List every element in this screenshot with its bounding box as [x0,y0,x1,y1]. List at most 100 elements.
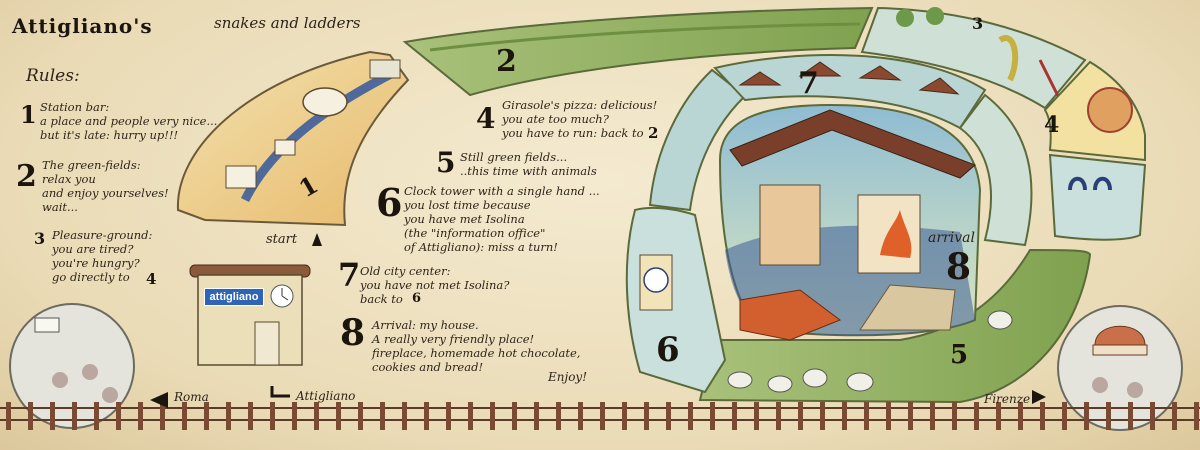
square-5-sheep-fields [698,248,1092,404]
railway-tie [864,402,869,430]
railway-tie [248,402,253,430]
railway-tie [666,402,671,430]
railway-tie [116,402,121,430]
rule-7-number: 7 [338,256,361,294]
square-7-number: 7 [798,66,819,101]
rule-2-text: The green-fields: relax you and enjoy yo… [42,158,169,214]
rule-3-number: 3 [34,229,46,248]
railway-tie [226,402,231,430]
railway-tie [710,402,715,430]
square-4-number: 4 [1044,112,1060,138]
railway-tie [622,402,627,430]
rule-7-text: Old city center: you have not met Isolin… [360,264,510,306]
rule-8-number: 8 [340,312,366,354]
rule-5-text: Still green fields... ..this time with a… [460,150,597,178]
rule-2-number: 2 [16,159,37,194]
rule-1-text: Station bar: a place and people very nic… [40,100,218,142]
railway-tie [446,402,451,430]
railway [0,402,1200,430]
railway-tie [1062,402,1067,430]
rule-8-text: Arrival: my house. A really very friendl… [372,318,581,374]
rule-6-number: 6 [376,180,403,225]
square-6-number: 6 [656,330,680,370]
railway-tie [886,402,891,430]
rule-4-number: 4 [476,102,496,135]
railway-tie [776,402,781,430]
railway-tie [72,402,77,430]
rule-6-text: Clock tower with a single hand ... you l… [404,184,600,254]
railway-tie [842,402,847,430]
railway-tie [182,402,187,430]
rule-4-goto: 2 [648,124,659,142]
railway-tie [534,402,539,430]
railway-tie [314,402,319,430]
railway-tie [490,402,495,430]
railway-tie [270,402,275,430]
railway-tie [798,402,803,430]
roma-globe [9,303,135,429]
railway-tie [512,402,517,430]
square-6-clock-tower [625,206,727,394]
firenze-globe [1057,305,1183,431]
railway-tie [160,402,165,430]
square-2-number: 2 [496,44,517,79]
rule-3-goto: 4 [146,270,157,288]
rule-3-text: Pleasure-ground: you are tired? you're h… [52,228,153,284]
square-5-number: 5 [950,340,969,370]
railway-tie [1194,402,1199,430]
square-2-green-fields [402,6,874,97]
square-8-number: 8 [946,246,972,288]
railway-tie [138,402,143,430]
square-7-old-city [713,54,987,130]
railway-tie [380,402,385,430]
railway-tie [820,402,825,430]
arrows [150,233,1046,408]
rule-1-number: 1 [20,100,37,129]
square-3-number: 3 [972,14,984,33]
start-label: start [266,232,298,247]
railway-tie [644,402,649,430]
railway-tie [1172,402,1177,430]
square-arches [1048,153,1147,241]
rule-5-number: 5 [436,146,456,179]
arrival-label: arrival [928,230,975,246]
enjoy-note: Enjoy! [548,370,588,384]
square-3-pleasure-ground [860,6,1087,110]
railway-tie [1150,402,1155,430]
railway-tie [1084,402,1089,430]
rule-4-text: Girasole's pizza: delicious! you ate too… [502,98,658,140]
railway-tie [1106,402,1111,430]
railway-tie [94,402,99,430]
railway-tie [402,402,407,430]
railway-tie [468,402,473,430]
railway-tie [1018,402,1023,430]
rule-7-goto: 6 [412,291,422,306]
railway-tie [204,402,209,430]
page-title: Attigliano's [12,14,153,38]
railway-tie [930,402,935,430]
railway-tie [28,402,33,430]
attigliano-station [189,264,311,366]
square-4-pizza [1043,60,1146,162]
railway-tie [754,402,759,430]
square-1-station-bar [176,50,410,227]
railway-tie [688,402,693,430]
railway-tie [952,402,957,430]
roma-label: Roma [174,390,209,404]
railway-tie [292,402,297,430]
railway-tie [1128,402,1133,430]
railway-tie [908,402,913,430]
ring-left-houses [648,68,747,212]
ring-right [958,93,1033,247]
attigliano-label: Attigliano [296,389,356,403]
railway-tie [556,402,561,430]
railway-tie [50,402,55,430]
station-sign: attigliano [204,288,264,306]
rules-heading: Rules: [26,66,80,86]
railway-tie [732,402,737,430]
firenze-label: Firenze [984,392,1031,406]
railway-tie [974,402,979,430]
square-8-house [718,103,982,341]
